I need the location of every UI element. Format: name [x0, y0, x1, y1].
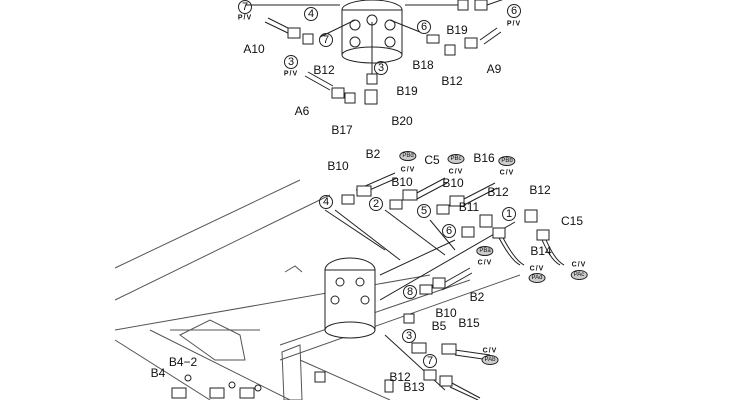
part-label: B14	[530, 244, 552, 258]
port-tag: PBb	[498, 156, 516, 166]
part-label: B10	[327, 159, 349, 173]
middle-fittings	[171, 185, 550, 399]
part-label: B12	[487, 185, 509, 199]
port-tag: PAc	[570, 270, 588, 280]
cv-tag: C/V	[477, 259, 493, 267]
port-tag: PAd	[528, 273, 546, 283]
part-label: A10	[243, 42, 265, 56]
part-label: B20	[391, 114, 413, 128]
port-tag: PBd	[399, 151, 417, 161]
port-number: 3	[374, 61, 388, 75]
pv-tag: P/V	[283, 70, 299, 78]
cv-tag: C/V	[529, 265, 545, 273]
port-number: 6	[417, 20, 431, 34]
port-number: 6	[442, 224, 456, 238]
part-label: B19	[446, 23, 468, 37]
part-label: B12	[441, 74, 463, 88]
part-label: A9	[486, 62, 502, 76]
part-label: B12	[529, 183, 551, 197]
upper-leader-lines	[245, 0, 503, 91]
part-label: B16	[473, 151, 495, 165]
part-label: B18	[412, 58, 434, 72]
port-tag: PAb	[481, 355, 499, 365]
port-number: 4	[304, 7, 318, 21]
part-label: B10	[435, 306, 457, 320]
part-label: C15	[560, 214, 584, 228]
port-number: 4	[319, 195, 333, 209]
port-number: 7	[319, 33, 333, 47]
port-number: 6	[507, 4, 521, 18]
upper-fittings	[287, 0, 488, 105]
port-number: 1	[502, 207, 516, 221]
cv-tag: C/V	[448, 168, 464, 176]
part-label: B2	[469, 290, 485, 304]
port-number: 2	[369, 197, 383, 211]
part-label: B4	[150, 366, 166, 380]
pv-tag: P/V	[506, 20, 522, 28]
part-label: B15	[458, 316, 480, 330]
part-label: B5	[431, 319, 447, 333]
port-number: 3	[402, 329, 416, 343]
part-label: B13	[403, 380, 425, 394]
pv-tag: P/V	[237, 14, 253, 22]
cv-tag: C/V	[571, 261, 587, 269]
part-label: B2	[365, 147, 381, 161]
part-label: B12	[389, 370, 411, 384]
port-number: 7	[238, 0, 252, 14]
port-tag: PBc	[447, 154, 465, 164]
cv-tag: C/V	[400, 166, 416, 174]
port-number: 8	[403, 285, 417, 299]
floor-frame	[114, 179, 521, 400]
part-label: B19	[396, 84, 418, 98]
port-number: 7	[423, 354, 437, 368]
part-label: B11	[458, 200, 480, 214]
lower-swivel-valve	[324, 257, 376, 339]
part-label: B4−2	[168, 355, 198, 369]
part-label: B10	[442, 176, 464, 190]
cv-tag: C/V	[482, 347, 498, 355]
part-label: C5	[424, 153, 440, 167]
part-label: B17	[331, 123, 353, 137]
part-label: B12	[313, 63, 335, 77]
part-label: B10	[391, 175, 413, 189]
port-tag: PBa	[476, 246, 494, 256]
cv-tag: C/V	[499, 169, 515, 177]
port-number: 5	[417, 204, 431, 218]
port-number: 3	[284, 55, 298, 69]
part-label: A6	[294, 104, 310, 118]
